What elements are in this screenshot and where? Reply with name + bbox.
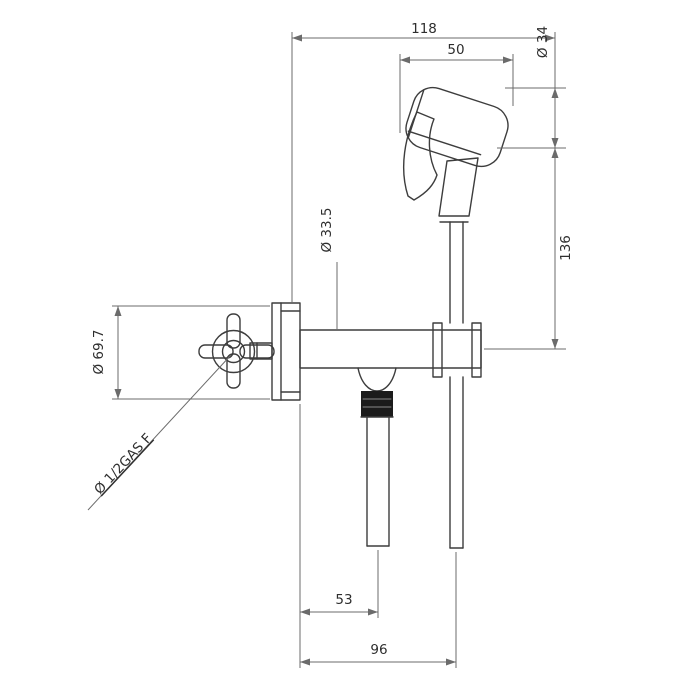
hose-tube — [449, 376, 464, 549]
outlet-thread-collar — [361, 391, 393, 417]
dim-rosette-diameter-label: Ø 69.7 — [91, 330, 107, 375]
handle-arm-left — [198, 344, 234, 359]
dim-sprayer-length-label: 50 — [447, 42, 464, 58]
dim-body-diameter-label: Ø 33.5 — [319, 208, 335, 253]
dimension-annotations: 118 50 Ø 34 136 Ø 33.5 — [87, 21, 574, 668]
dim-hose-offset: 96 — [300, 552, 457, 668]
outlet-dome — [357, 367, 397, 392]
dim-vertical-drop-label: 136 — [558, 235, 574, 261]
dim-sprayer-diameter: Ø 34 — [497, 26, 566, 149]
water-outlet — [357, 367, 397, 547]
leader-line — [87, 354, 232, 511]
sprayer-head — [405, 86, 509, 168]
valve-stem — [249, 342, 273, 360]
dim-overall-width-label: 118 — [411, 21, 437, 37]
dim-outlet-offset: 53 — [299, 404, 379, 668]
dim-vertical-drop: 136 — [484, 148, 574, 350]
fixture-outline — [198, 86, 509, 549]
sprayer-trigger-lever — [403, 111, 438, 201]
handle-arm-down — [226, 353, 241, 389]
dim-rosette-diameter: Ø 69.7 — [91, 305, 270, 400]
shutoff-cross-handle — [198, 313, 275, 389]
holder-flange-right — [471, 322, 482, 378]
dim-sprayer-diameter-label: Ø 34 — [535, 26, 551, 58]
dim-sprayer-length: 50 — [399, 42, 514, 133]
handle-hub — [221, 339, 246, 364]
dim-overall-width: 118 — [291, 21, 556, 303]
dim-thread-size: Ø 1/2GAS F — [87, 354, 232, 511]
handle-ring — [211, 329, 256, 374]
holder-flange-left — [432, 322, 443, 378]
wall-plate-outline — [271, 302, 301, 401]
sprayer-head-seam — [407, 130, 482, 156]
sprayer-head-outline — [405, 86, 509, 168]
dim-outlet-offset-label: 53 — [335, 592, 352, 608]
valve-body — [299, 329, 482, 369]
handle-arm-up — [226, 313, 241, 349]
dim-thread-size-label: Ø 1/2GAS F — [91, 431, 155, 498]
wall-plate — [271, 302, 301, 401]
dim-hose-offset-label: 96 — [370, 642, 387, 658]
sprayer-handle — [438, 157, 479, 217]
dim-body-diameter: Ø 33.5 — [319, 208, 338, 330]
